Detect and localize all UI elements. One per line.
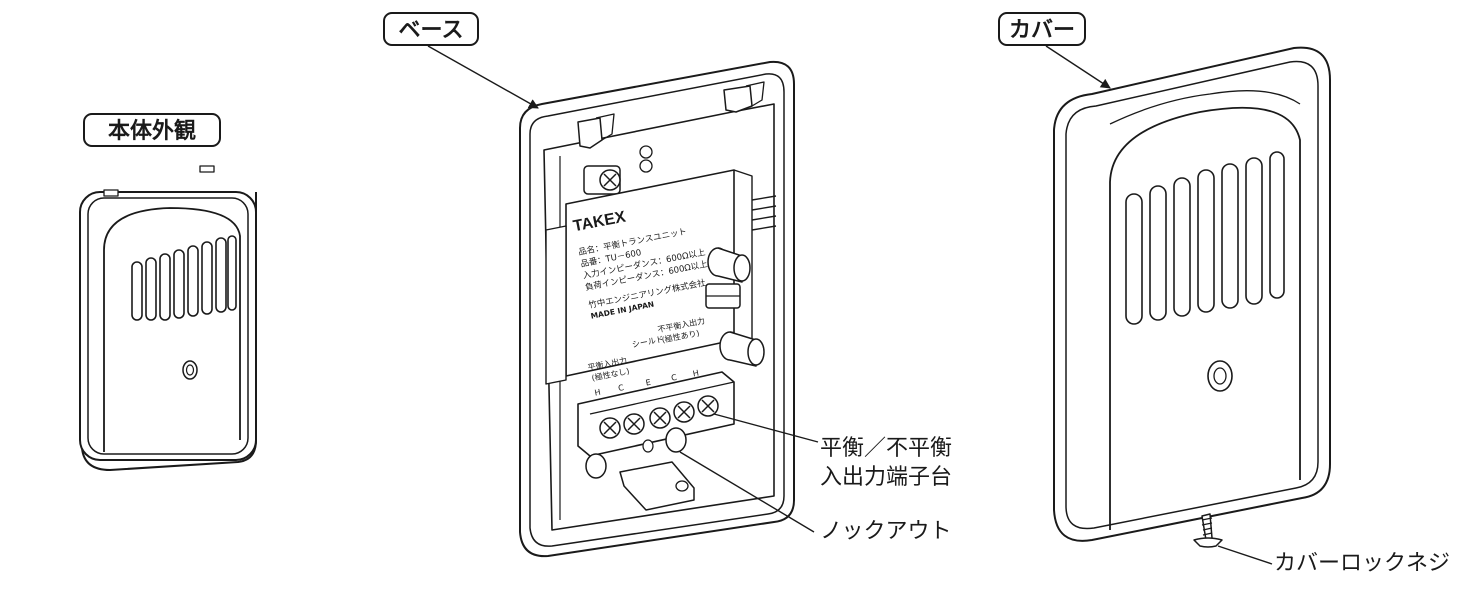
assembled-unit	[79, 165, 257, 471]
callout-terminal-line1: 平衡／不平衡	[820, 436, 953, 461]
svg-text:E: E	[645, 378, 652, 388]
callout-knockout: ノックアウト	[820, 519, 952, 544]
callout-cover-lock-screw: カバーロックネジ	[1274, 551, 1451, 576]
leader-lines	[427, 45, 1273, 565]
svg-text:H: H	[594, 388, 602, 398]
heading-body-exterior: 本体外観	[83, 113, 221, 147]
svg-text:C: C	[617, 383, 625, 393]
cover-vent-slots	[1125, 151, 1285, 325]
heading-cover: カバー	[998, 12, 1086, 46]
svg-text:C: C	[670, 373, 678, 383]
callout-terminal-line2: 入出力端子台	[820, 465, 953, 490]
callout-terminal-block: 平衡／不平衡 入出力端子台	[820, 434, 952, 492]
terminal-screws	[599, 395, 719, 439]
base-unit	[519, 60, 795, 558]
vent-slots	[131, 235, 237, 321]
cover-unit	[1053, 46, 1331, 548]
heading-base: ベース	[383, 12, 479, 46]
svg-text:H: H	[692, 368, 700, 378]
